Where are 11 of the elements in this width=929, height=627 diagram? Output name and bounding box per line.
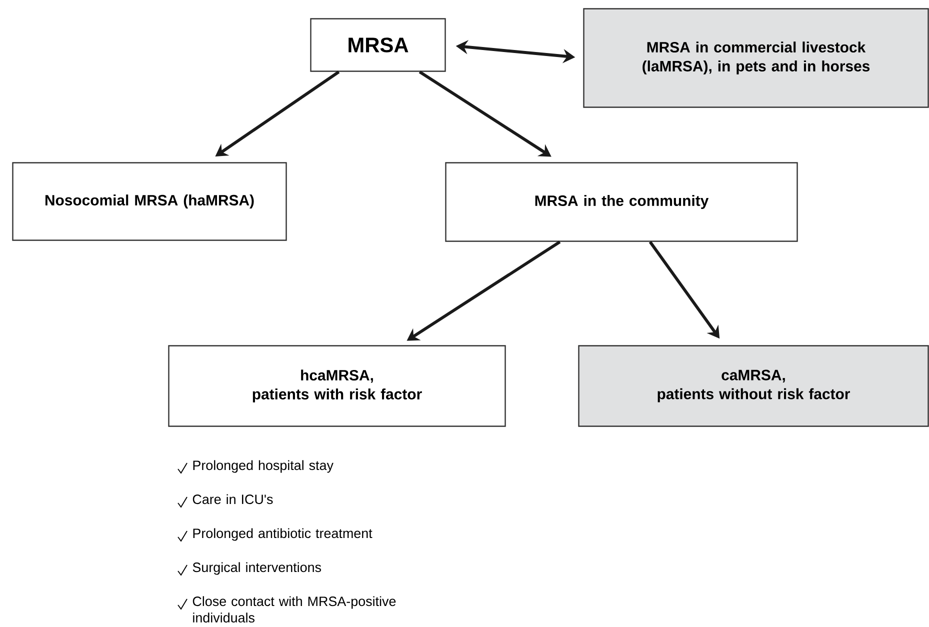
box: hcaMRSA, patients with risk factor xyxy=(168,345,506,427)
list-item: Close contact with MRSA-positive individuals xyxy=(192,596,396,622)
box: Nosocomial MRSA (haMRSA) xyxy=(12,162,287,241)
box: MRSA xyxy=(310,18,446,72)
list-item: Care in ICU's xyxy=(192,494,273,504)
list-item: Surgical interventions xyxy=(192,562,322,575)
list-item: Prolonged antibiotic treatment xyxy=(193,528,372,541)
box: MRSA in the community xyxy=(445,162,798,242)
box: caMRSA, patients without risk factor xyxy=(578,345,929,427)
list-item: Prolonged hospital stay xyxy=(193,460,334,473)
box: MRSA in commercial livestock (laMRSA), in pets and in horses xyxy=(583,8,929,108)
